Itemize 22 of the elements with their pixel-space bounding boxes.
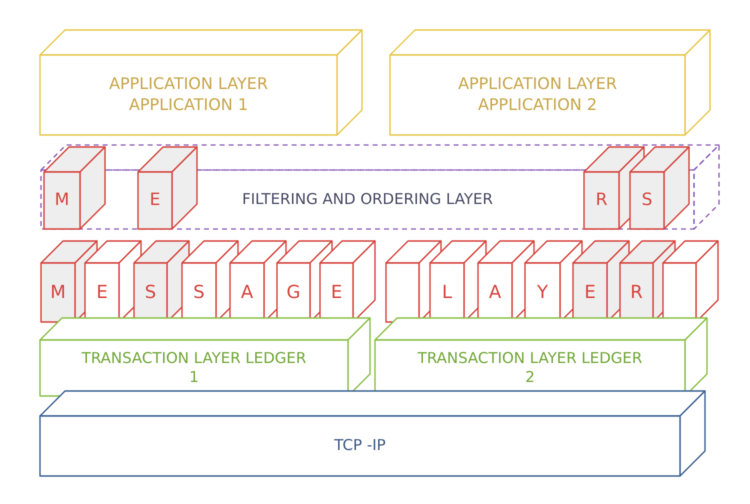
layer-label: TRANSACTION LAYER LEDGER 1: [80, 348, 308, 388]
letter-label: E: [96, 280, 108, 304]
letter-label: M: [54, 189, 70, 212]
letter-label: L: [442, 280, 452, 304]
letter-label: S: [144, 280, 156, 304]
letter-label: R: [630, 280, 643, 304]
letter-label: E: [330, 280, 342, 304]
layer-label: APPLICATION LAYER APPLICATION 1: [108, 74, 269, 116]
letter-label: R: [596, 189, 608, 212]
layer-label: FILTERING AND ORDERING LAYER: [242, 190, 493, 210]
letter-label: A: [240, 280, 254, 304]
layer-label: APPLICATION LAYER APPLICATION 2: [457, 74, 618, 116]
letter-label: E: [584, 280, 596, 304]
layer-label: TCP -IP: [334, 436, 386, 456]
letter-label: S: [193, 280, 205, 304]
letter-label: S: [642, 189, 652, 212]
letter-label: A: [488, 280, 502, 304]
letter-label: Y: [537, 280, 548, 304]
letter-label: G: [286, 280, 300, 304]
letter-label: M: [50, 280, 66, 304]
layer-label: TRANSACTION LAYER LEDGER 2: [416, 348, 644, 388]
letter-label: E: [150, 189, 160, 212]
